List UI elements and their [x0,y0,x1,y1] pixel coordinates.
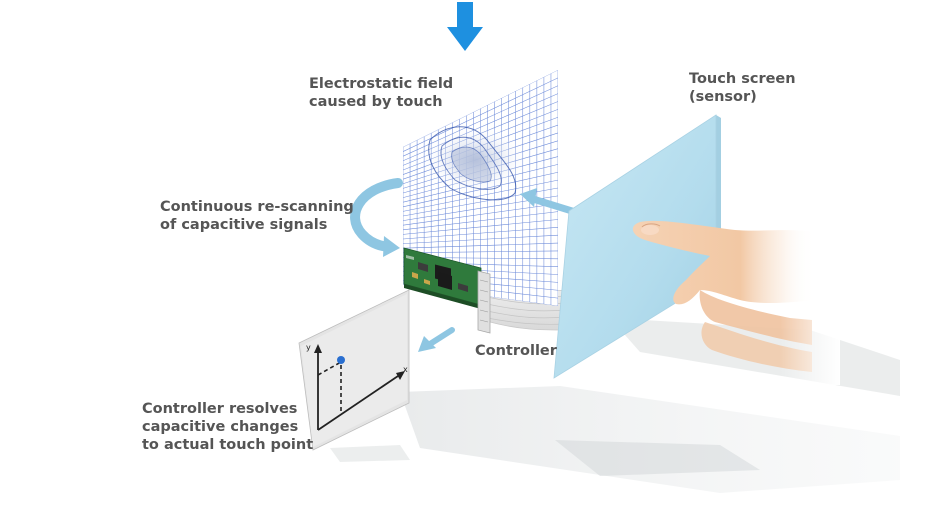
resolves-label: Controller resolves capacitive changes t… [142,400,313,454]
rescanning-label-line1: Continuous re-scanning [160,199,354,215]
svg-text:y: y [306,343,311,352]
resolves-label-line1: Controller resolves [142,401,298,417]
touch-screen-label-line1: Touch screen [689,71,796,87]
electrostatic-field-label-line1: Electrostatic field [309,76,454,92]
sensor-to-field-arrow [520,188,576,215]
electrostatic-grid-icon [403,70,558,306]
electrostatic-field-label-line2: caused by touch [309,94,443,110]
svg-text:x: x [403,365,408,374]
controller-board-icon [403,247,491,334]
controller-label: Controller [475,343,557,359]
rescan-curved-arrow [350,178,403,257]
touch-screen-label-line2: (sensor) [689,89,757,105]
controller-to-graph-arrow [418,327,455,352]
xy-graph-icon: y x [298,289,410,451]
electrostatic-field-label: Electrostatic field caused by touch [309,75,453,111]
touch-screen-panel [553,114,721,379]
touch-screen-label: Touch screen (sensor) [689,70,796,106]
rescanning-label: Continuous re-scanning of capacitive sig… [160,198,354,234]
down-arrow-icon [447,2,483,51]
pointing-hand-icon [632,215,840,385]
resolves-label-line2: capacitive changes [142,419,299,435]
resolves-label-line3: to actual touch point [142,437,314,453]
rescanning-label-line2: of capacitive signals [160,217,328,233]
